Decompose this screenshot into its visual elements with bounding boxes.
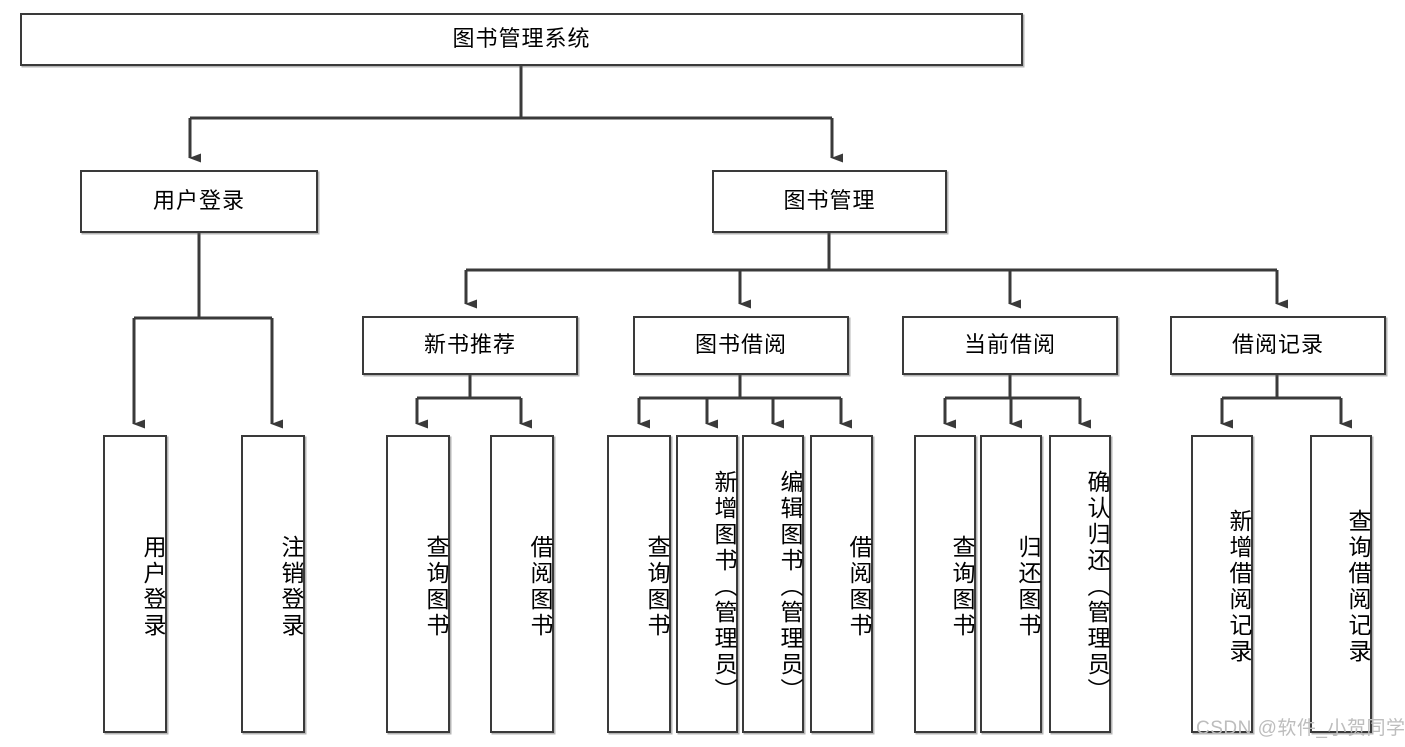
leaf-new-book-borrow[interactable]: 借阅图书: [490, 435, 554, 733]
leaf-book-borrow-add-admin[interactable]: 新增图书（管理员）: [676, 435, 738, 733]
leaf-book-borrow-borrow[interactable]: 借阅图书: [810, 435, 873, 733]
node-borrow-record[interactable]: 借阅记录: [1170, 316, 1386, 375]
leaf-current-borrow-return[interactable]: 归还图书: [980, 435, 1042, 733]
leaf-borrow-record-query[interactable]: 查询借阅记录: [1310, 435, 1372, 733]
leaf-borrow-record-add[interactable]: 新增借阅记录: [1191, 435, 1253, 733]
node-book-management[interactable]: 图书管理: [712, 170, 947, 233]
leaf-book-borrow-query[interactable]: 查询图书: [607, 435, 671, 733]
leaf-book-borrow-edit-admin[interactable]: 编辑图书（管理员）: [742, 435, 804, 733]
node-new-book-recommend[interactable]: 新书推荐: [362, 316, 578, 375]
node-root-system[interactable]: 图书管理系统: [20, 13, 1023, 66]
leaf-user-login-logout[interactable]: 注销登录: [241, 435, 305, 733]
leaf-current-borrow-query[interactable]: 查询图书: [914, 435, 976, 733]
leaf-new-book-query[interactable]: 查询图书: [386, 435, 450, 733]
leaf-current-borrow-confirm-admin[interactable]: 确认归还（管理员）: [1049, 435, 1111, 733]
watermark-text: CSDN @软件_小贺同学: [1196, 718, 1405, 739]
node-current-borrow[interactable]: 当前借阅: [902, 316, 1118, 375]
leaf-user-login-login[interactable]: 用户登录: [103, 435, 167, 733]
node-user-login[interactable]: 用户登录: [80, 170, 318, 233]
node-book-borrow[interactable]: 图书借阅: [633, 316, 849, 375]
